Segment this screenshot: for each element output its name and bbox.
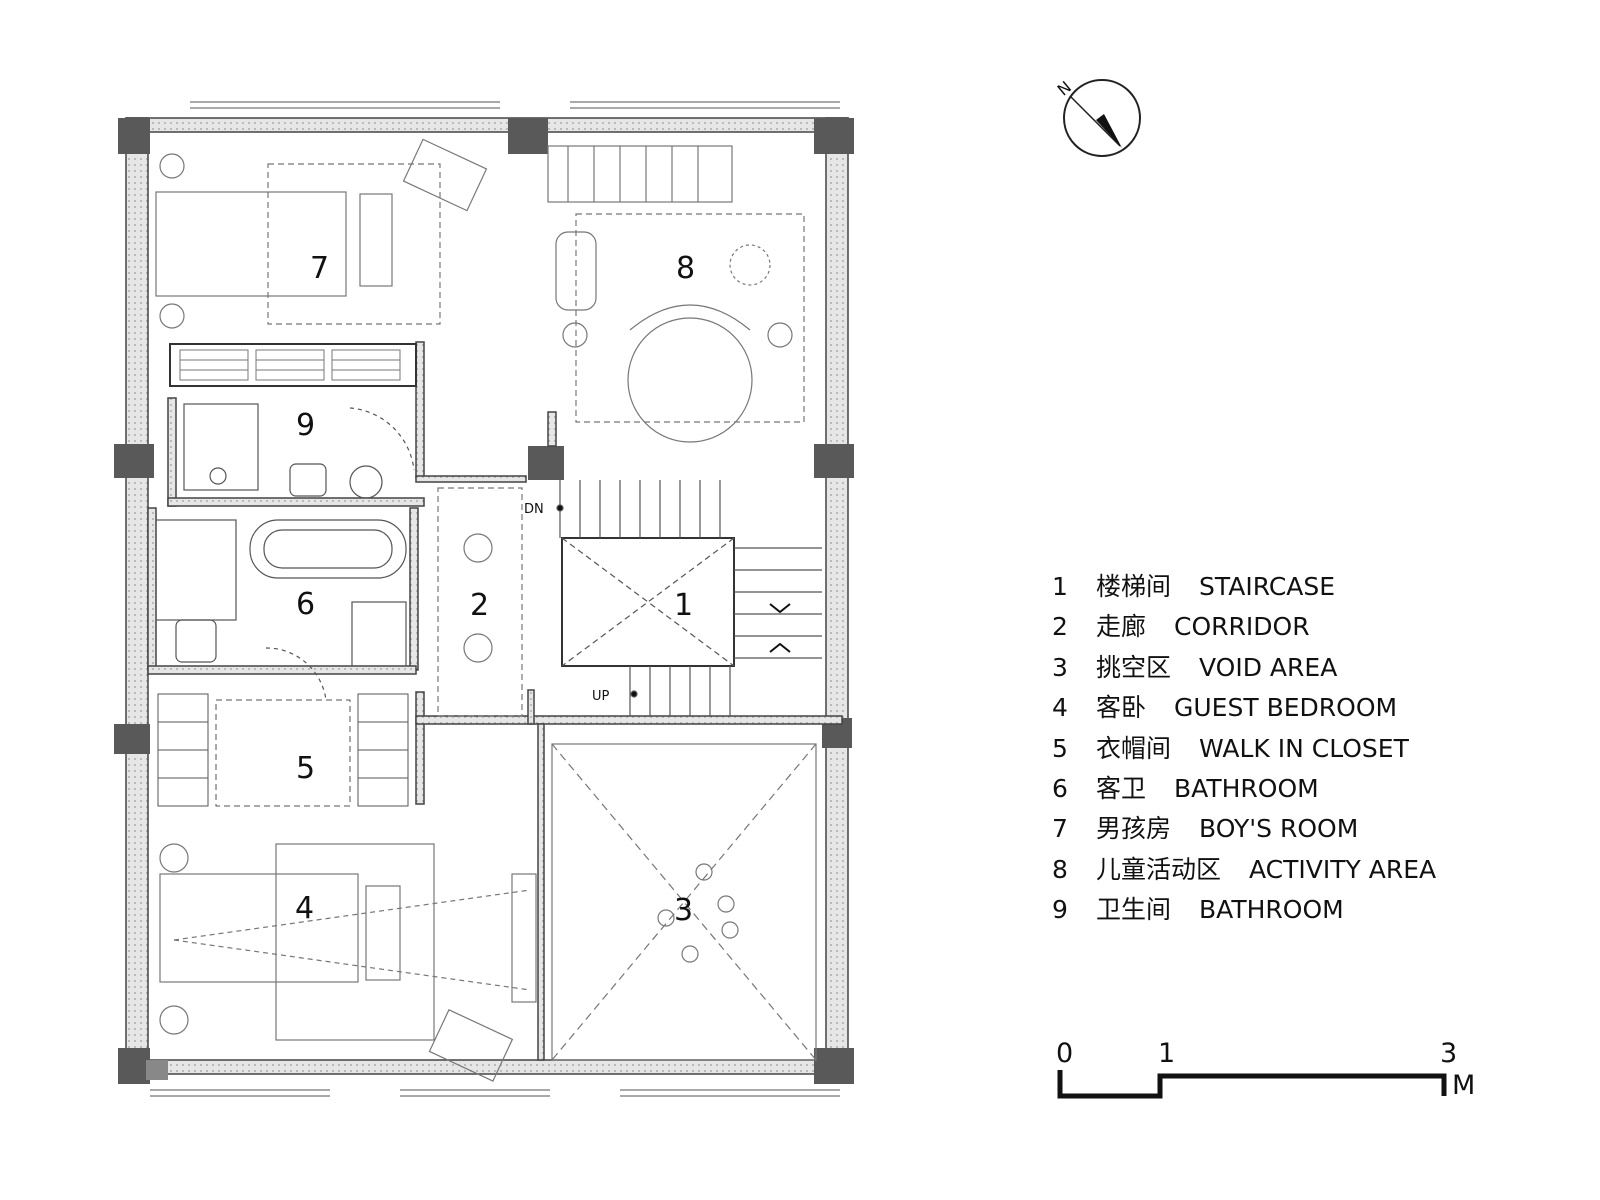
legend-number: 6 xyxy=(1052,773,1068,803)
guest-bedroom-furniture xyxy=(159,843,537,1082)
legend-number: 1 xyxy=(1052,572,1068,601)
closet-shelving xyxy=(157,693,409,807)
scale-tick-1: 1 xyxy=(1158,1038,1176,1069)
legend-item: 8 儿童活动区 ACTIVITY AREA xyxy=(1052,855,1436,895)
legend-item: 4 客卧 GUEST BEDROOM xyxy=(1052,693,1436,733)
legend-en: VOID AREA xyxy=(1199,652,1338,682)
bathroom-9-fixtures xyxy=(183,403,415,499)
legend-en: ACTIVITY AREA xyxy=(1249,854,1437,884)
legend-en: WALK IN CLOSET xyxy=(1199,733,1409,763)
legend-zh: 卫生间 xyxy=(1096,895,1172,925)
legend-number: 5 xyxy=(1052,733,1068,763)
legend-zh: 楼梯间 xyxy=(1096,572,1172,601)
legend-item: 1 楼梯间 STAIRCASE xyxy=(1052,572,1436,612)
legend-item: 9 卫生间 BATHROOM xyxy=(1052,895,1436,935)
legend-item: 5 衣帽间 WALK IN CLOSET xyxy=(1052,734,1436,774)
wardrobe-strip xyxy=(169,343,417,387)
legend-number: 7 xyxy=(1052,814,1068,844)
bathroom-6-fixtures xyxy=(155,519,407,701)
void-area-drawing xyxy=(551,743,817,1061)
legend-item: 7 男孩房 BOY'S ROOM xyxy=(1052,814,1436,854)
legend-item: 3 挑空区 VOID AREA xyxy=(1052,653,1436,693)
room-number-9: 9 xyxy=(296,408,315,443)
room-number-4: 4 xyxy=(295,891,314,926)
structural-columns xyxy=(114,118,854,1084)
legend-number: 8 xyxy=(1052,854,1068,884)
legend-number: 2 xyxy=(1052,612,1068,642)
legend-en: GUEST BEDROOM xyxy=(1174,693,1398,723)
legend-zh: 男孩房 xyxy=(1096,814,1172,844)
legend-en: CORRIDOR xyxy=(1174,612,1310,642)
legend-item: 6 客卫 BATHROOM xyxy=(1052,774,1436,814)
scale-unit: M xyxy=(1452,1070,1476,1101)
legend-zh: 儿童活动区 xyxy=(1096,854,1222,884)
legend-number: 4 xyxy=(1052,693,1068,723)
north-compass-icon xyxy=(1063,79,1141,157)
room-number-7: 7 xyxy=(310,251,329,286)
scale-tick-3: 3 xyxy=(1440,1038,1458,1069)
interior-walls xyxy=(147,341,843,1061)
legend-zh: 客卫 xyxy=(1096,773,1147,803)
room-number-3: 3 xyxy=(674,893,693,928)
activity-area-furniture xyxy=(547,145,805,443)
stair-up-label: UP xyxy=(592,689,610,704)
room-number-2: 2 xyxy=(470,588,489,623)
scale-bar-line xyxy=(1057,1070,1447,1099)
room-number-8: 8 xyxy=(676,251,695,286)
room-number-1: 1 xyxy=(674,588,693,623)
legend-en: BATHROOM xyxy=(1174,773,1319,803)
room-number-5: 5 xyxy=(296,751,315,786)
stair-down-label: DN xyxy=(524,502,544,517)
corridor-drawing xyxy=(437,487,523,717)
legend-zh: 挑空区 xyxy=(1096,652,1172,682)
room-number-6: 6 xyxy=(296,587,315,622)
legend-en: STAIRCASE xyxy=(1199,572,1336,601)
legend-zh: 走廊 xyxy=(1096,612,1147,642)
legend-en: BOY'S ROOM xyxy=(1199,814,1359,844)
legend-zh: 衣帽间 xyxy=(1096,733,1172,763)
scale-bar: 0 1 3 M xyxy=(1056,1040,1516,1100)
legend-number: 9 xyxy=(1052,895,1068,925)
legend-number: 3 xyxy=(1052,652,1068,682)
legend-item: 2 走廊 CORRIDOR xyxy=(1052,612,1436,652)
legend-en: BATHROOM xyxy=(1199,895,1344,925)
legend-zh: 客卧 xyxy=(1096,693,1147,723)
staircase-drawing xyxy=(556,480,822,716)
scale-tick-0: 0 xyxy=(1056,1038,1074,1069)
boys-room-furniture xyxy=(155,138,488,329)
window-lines xyxy=(150,101,840,1097)
